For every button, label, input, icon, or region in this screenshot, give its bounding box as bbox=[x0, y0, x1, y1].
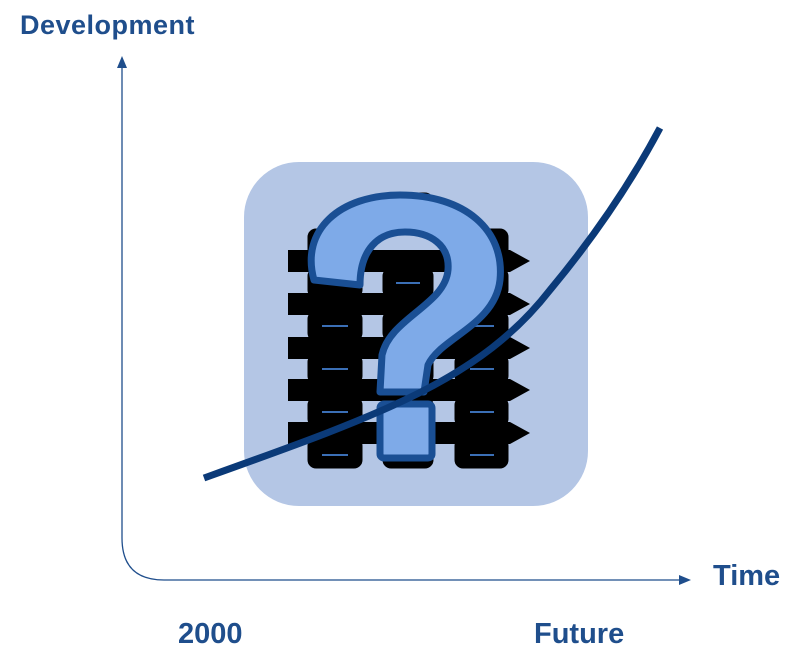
block bbox=[307, 437, 363, 469]
x-axis-label: Time bbox=[713, 560, 781, 592]
question-mark-over-blocks-icon bbox=[244, 162, 588, 506]
axes-line bbox=[121, 60, 688, 581]
x-tick-end: Future bbox=[534, 618, 625, 650]
y-axis-arrow bbox=[117, 56, 127, 68]
x-axis-arrow bbox=[679, 575, 691, 585]
x-tick-start: 2000 bbox=[178, 618, 243, 650]
question-mark-hook bbox=[307, 191, 504, 396]
y-axis-label: Development bbox=[20, 10, 196, 40]
development-curve bbox=[202, 126, 664, 482]
question-mark-dot bbox=[376, 400, 436, 462]
block bbox=[454, 437, 509, 469]
